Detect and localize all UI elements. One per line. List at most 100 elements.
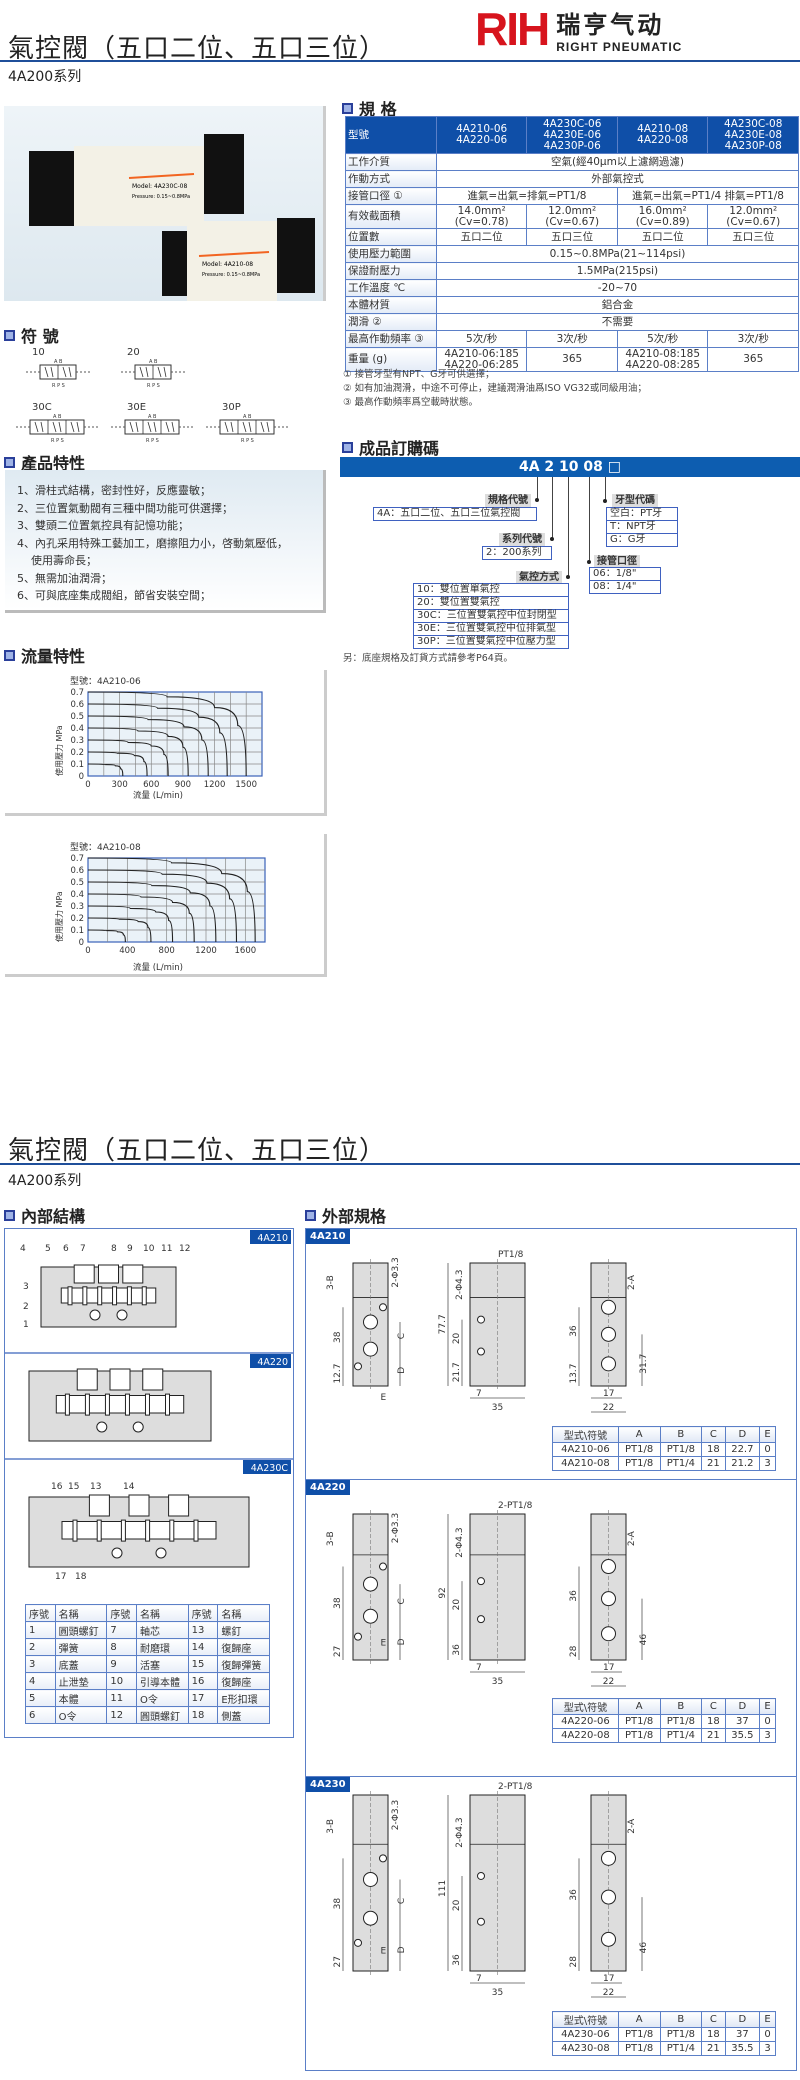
pressure-curve-5	[87, 715, 209, 777]
y-tick-label: 0.7	[70, 854, 84, 864]
photo-pressure-2: Pressure: 0.15~0.8MPa	[202, 272, 260, 278]
square-bullet-icon	[342, 102, 353, 114]
dim-label: 38	[333, 1898, 343, 1910]
dim-label: PT1/8	[498, 1250, 524, 1260]
part-number-label: 18	[75, 1572, 87, 1582]
square-bullet-icon	[4, 329, 15, 341]
dim-label: 22	[603, 1403, 614, 1413]
y-tick-label: 0.1	[70, 926, 84, 936]
feature-item: 2、三位置氣動閥有三種中間功能可供選擇；	[17, 501, 233, 515]
dim-label: 7	[476, 1389, 482, 1399]
part-number-label: 2	[23, 1302, 29, 1312]
spec-value: 5次/秒	[616, 330, 709, 348]
parts-cell: 18	[187, 1706, 219, 1724]
parts-header-cell: 序號	[187, 1604, 219, 1622]
dim-label: 35	[492, 1988, 503, 1998]
spec-value: 4A210-06:185 4A220-06:285	[435, 347, 528, 372]
parts-cell: 17	[187, 1689, 219, 1707]
spec-value: 進氣=出氣=PT1/4 排氣=PT1/8	[616, 187, 800, 205]
page-title: 氣控閥（五口二位、五口三位）	[8, 34, 387, 64]
y-tick-label: 0	[79, 772, 84, 782]
spec-row: 本體材質鋁合金	[345, 296, 800, 314]
spec-value: 進氣=出氣=排氣=PT1/8	[435, 187, 618, 205]
internal-section-4A220: 4A220	[5, 1352, 293, 1368]
dim-label: 111	[438, 1880, 448, 1897]
dim-label: D	[397, 1946, 407, 1953]
dim-label: 92	[438, 1587, 448, 1598]
dimension-cell: PT1/8	[659, 1442, 703, 1457]
dim-label: 2-Φ4.3	[455, 1527, 465, 1557]
parts-cell: 3	[25, 1655, 56, 1673]
part-number-label: 15	[68, 1482, 79, 1492]
spec-heading: 規 格	[342, 96, 397, 120]
control-label: 氣控方式	[516, 571, 562, 584]
dimension-header-cell: D	[724, 1426, 761, 1443]
section-tag: 4A230	[306, 1777, 350, 1792]
parts-cell: 12	[106, 1706, 137, 1724]
port-box: 06：1/8"08：1/4"	[589, 567, 661, 594]
dim-label: 12.7	[333, 1363, 343, 1383]
page2-title: 氣控閥（五口二位、五口三位）	[8, 1136, 387, 1166]
parts-cell: 軸芯	[136, 1621, 189, 1639]
dim-label: 36	[569, 1889, 579, 1901]
logo-mark: RIH	[475, 3, 550, 55]
spec-value: 3次/秒	[707, 330, 799, 348]
spec-row-label: 作動方式	[345, 170, 437, 188]
features-heading-text: 產品特性	[21, 454, 86, 473]
dimension-cell: PT1/8	[617, 1442, 661, 1457]
spec-value: -20~70	[435, 279, 800, 297]
parts-cell: 15	[187, 1655, 219, 1673]
parts-header-cell: 序號	[25, 1604, 56, 1622]
dimension-cell: 21	[701, 1728, 726, 1743]
dimension-header-cell: 型式\符號	[552, 1698, 619, 1715]
order-heading-text: 成品訂購碼	[359, 439, 440, 458]
parts-cell: 本體	[54, 1689, 108, 1707]
spec-value: 12.0mm² (Cv=0.67)	[707, 204, 799, 229]
spec-row: 工作溫度 ℃-20~70	[345, 279, 800, 297]
dimension-cell: 18	[701, 1714, 726, 1729]
parts-cell: E形扣環	[217, 1689, 270, 1707]
dimension-cell: 21	[701, 2041, 726, 2056]
parts-header-cell: 名稱	[217, 1604, 270, 1622]
dim-label: 22	[603, 1988, 614, 1998]
pressure-curve-4	[87, 893, 195, 943]
spec-value: 不需要	[435, 313, 800, 331]
dim-label: 7	[476, 1974, 482, 1984]
plot-area	[87, 857, 266, 943]
dimension-cell: 4A230-08	[552, 2041, 619, 2056]
flow-heading: 流量特性	[4, 643, 85, 667]
parts-header-cell: 名稱	[136, 1604, 189, 1622]
pressure-curve-4	[87, 727, 189, 777]
y-tick-label: 0.4	[70, 890, 84, 900]
logo-english: RIGHT PNEUMATIC	[556, 39, 683, 54]
square-bullet-icon	[342, 441, 353, 453]
order-option: 20：雙位置雙氣控	[414, 597, 568, 610]
spec-value: 五口二位	[435, 228, 528, 246]
dim-label: E	[381, 1393, 387, 1403]
dimension-header-cell: B	[659, 1698, 703, 1715]
y-tick-label: 0	[79, 938, 84, 948]
parts-cell: 14	[187, 1638, 219, 1656]
dim-label: 2-Φ3.3	[391, 1800, 401, 1830]
order-option: 空白：PT牙	[607, 508, 677, 521]
dimension-cell: 3	[759, 1728, 776, 1743]
flow-heading-text: 流量特性	[21, 647, 86, 666]
dimension-header-cell: E	[759, 2011, 776, 2028]
pressure-curve-6	[87, 703, 228, 777]
x-tick-label: 400	[119, 946, 135, 956]
dimension-cell: 0	[759, 1714, 776, 1729]
port-label-top: A B	[149, 359, 158, 365]
part-number-label: 8	[111, 1244, 117, 1254]
port-label-top: A B	[53, 414, 62, 420]
internal-section-4A210: 4A210	[250, 1230, 291, 1244]
pressure-curve-2	[87, 751, 148, 777]
dim-label: 35	[492, 1403, 503, 1413]
valve-symbol-20: 20A BR P S	[121, 347, 185, 389]
section-tag: 4A220	[257, 1357, 288, 1368]
